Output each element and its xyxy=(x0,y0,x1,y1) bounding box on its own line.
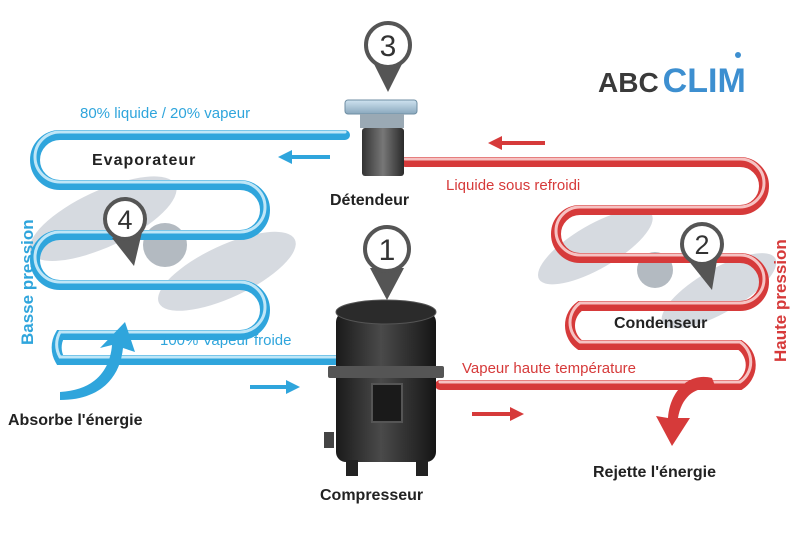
expansion-valve xyxy=(344,99,418,176)
logo-snowflake-icon xyxy=(735,52,741,58)
step-marker-2: 2 xyxy=(680,222,724,290)
label-liquide: Liquide sous refroidi xyxy=(446,177,580,194)
label-absorbe: Absorbe l'énergie xyxy=(8,412,143,429)
step-1-number: 1 xyxy=(379,234,396,267)
label-vapeur-haute: Vapeur haute température xyxy=(462,360,636,377)
label-basse-pression: Basse pression xyxy=(18,219,37,345)
condenser-coil xyxy=(400,157,769,390)
flow-arrow-hot-top xyxy=(488,136,545,150)
label-mix: 80% liquide / 20% vapeur xyxy=(80,105,250,122)
label-vapeur-froide: 100% Vapeur froide xyxy=(160,332,291,349)
evaporator-coil-highlight xyxy=(33,130,347,359)
label-compresseur: Compresseur xyxy=(320,487,423,504)
step-marker-1: 1 xyxy=(363,225,411,300)
step-marker-4: 4 xyxy=(103,197,147,266)
label-detendeur: Détendeur xyxy=(330,192,409,209)
reject-energy-arrow xyxy=(656,376,716,446)
flow-arrow-cold-top xyxy=(278,150,330,164)
compressor xyxy=(324,299,444,476)
logo-prefix: ABC xyxy=(598,67,659,98)
step-marker-3: 3 xyxy=(364,21,412,92)
step-4-number: 4 xyxy=(117,205,132,235)
logo-suffix: CLIM xyxy=(663,62,746,100)
absorb-energy-arrow xyxy=(60,322,135,400)
label-evaporateur: Evaporateur xyxy=(92,152,196,169)
evaporator-coil xyxy=(30,130,350,365)
condenser-coil-highlight xyxy=(403,157,766,384)
flow-arrow-cold-bottom xyxy=(250,380,300,394)
label-haute-pression: Haute pression xyxy=(771,239,790,362)
flow-arrow-hot-bottom xyxy=(472,407,524,421)
step-2-number: 2 xyxy=(694,230,709,260)
label-condenseur: Condenseur xyxy=(614,315,707,332)
step-3-number: 3 xyxy=(380,30,397,63)
label-rejette: Rejette l'énergie xyxy=(593,464,716,481)
